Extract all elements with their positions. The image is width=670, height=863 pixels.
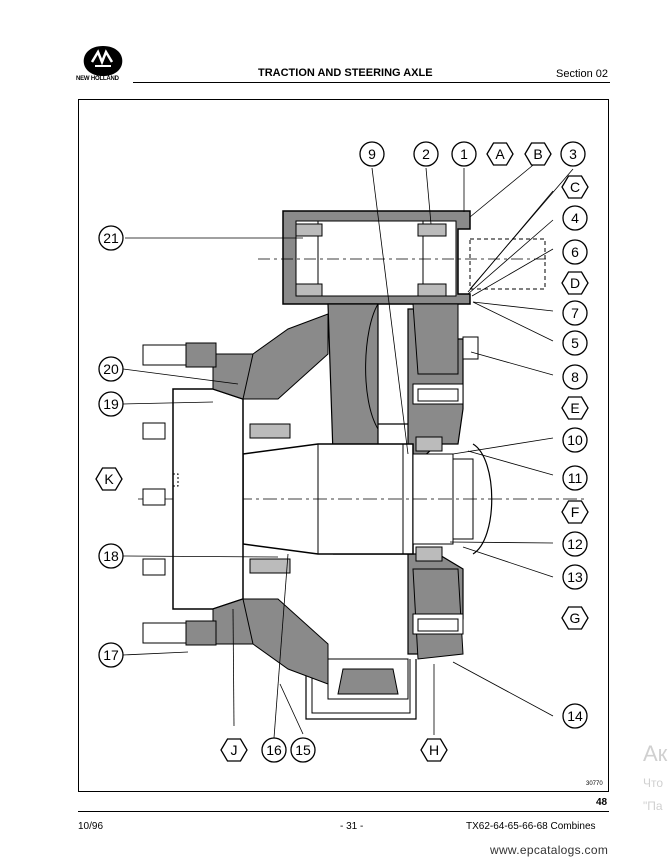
callout-label: 5 [571,335,579,351]
drawing-id-text: 30770 [586,781,603,787]
callout-circle [98,543,124,569]
callout-circle [98,391,124,417]
callout-label: 1 [460,146,468,162]
spindle-shaft [138,423,588,574]
callout-label: C [570,179,580,195]
callout-circle [562,564,588,590]
callout-circle [562,205,588,231]
callout-hexagon [561,396,589,420]
housing-bolts [417,336,479,632]
callout-label: B [533,146,542,162]
callout-label: H [429,742,439,758]
callout-label: E [570,400,579,416]
callout-label: 4 [571,210,579,226]
figure-number: 48 [596,797,608,808]
callout-circle [562,239,588,265]
callout-label: 21 [103,230,119,246]
callout-circle [560,141,586,167]
callout-label: 17 [103,647,119,663]
callout-circle [451,141,477,167]
watermark-line-3: "Па [643,799,663,813]
figure-frame [78,99,609,792]
callout-label: 20 [103,361,119,377]
callout-label: 18 [103,548,119,564]
footer-page-number: - 31 - [340,821,364,832]
callout-label: 12 [567,536,583,552]
wheel-hub-flange [172,313,329,685]
callout-label: G [570,610,581,626]
callout-label: 16 [266,742,282,758]
footer-rule [78,811,609,812]
callout-circle [562,300,588,326]
footer-url[interactable]: www.epcatalogs.com [490,843,609,857]
callout-hexagon [220,738,248,762]
callout-circle [562,427,588,453]
section-label: Section 02 [556,68,608,80]
callout-label: J [231,742,238,758]
watermark-line-2: Что [643,776,664,790]
callout-circle [562,364,588,390]
callout-label: 11 [568,470,583,486]
callout-circle [290,737,316,763]
header-rule [133,82,610,83]
callout-label: 9 [368,146,376,162]
callout-label: A [495,146,505,162]
callout-hexagon [561,500,589,524]
callout-circle [413,141,439,167]
callout-label: 6 [571,244,579,260]
callout-label: 10 [567,432,583,448]
callout-hexagon [561,606,589,630]
callout-hexagon [486,142,514,166]
callout-label: F [571,504,580,520]
callout-hexagon [420,738,448,762]
callout-circle [562,703,588,729]
callout-label: 7 [571,305,579,321]
callout-label: 8 [571,369,579,385]
callout-label: 15 [295,742,311,758]
callout-label: K [104,471,114,487]
upper-pivot-housing [258,210,548,305]
wheel-studs [142,342,217,646]
watermark-line-1: Ак [643,741,668,766]
lower-pan [305,659,417,720]
leader-lines [122,160,574,739]
callout-circle [562,330,588,356]
new-holland-logo [83,46,123,76]
footer-model: TX62-64-65-66-68 Combines [466,821,596,832]
callout-circle [562,531,588,557]
callout-circle [562,465,588,491]
callout-circle [359,141,385,167]
callout-label: 13 [567,569,583,585]
callout-circle [98,225,124,251]
callout-circle [261,737,287,763]
callout-label: 14 [567,708,583,724]
callout-hexagon [524,142,552,166]
callout-label: 19 [103,396,119,412]
callout-label: D [570,275,580,291]
callout-label: 2 [422,146,430,162]
callout-circle [98,356,124,382]
page-title: TRACTION AND STEERING AXLE [258,67,433,79]
callout-label: 3 [569,146,577,162]
callout-circle [98,642,124,668]
callout-hexagon [95,467,123,491]
callout-hexagon [561,175,589,199]
callout-hexagon [561,271,589,295]
footer-date: 10/96 [78,821,104,832]
brand-name: NEW HOLLAND [76,76,119,82]
